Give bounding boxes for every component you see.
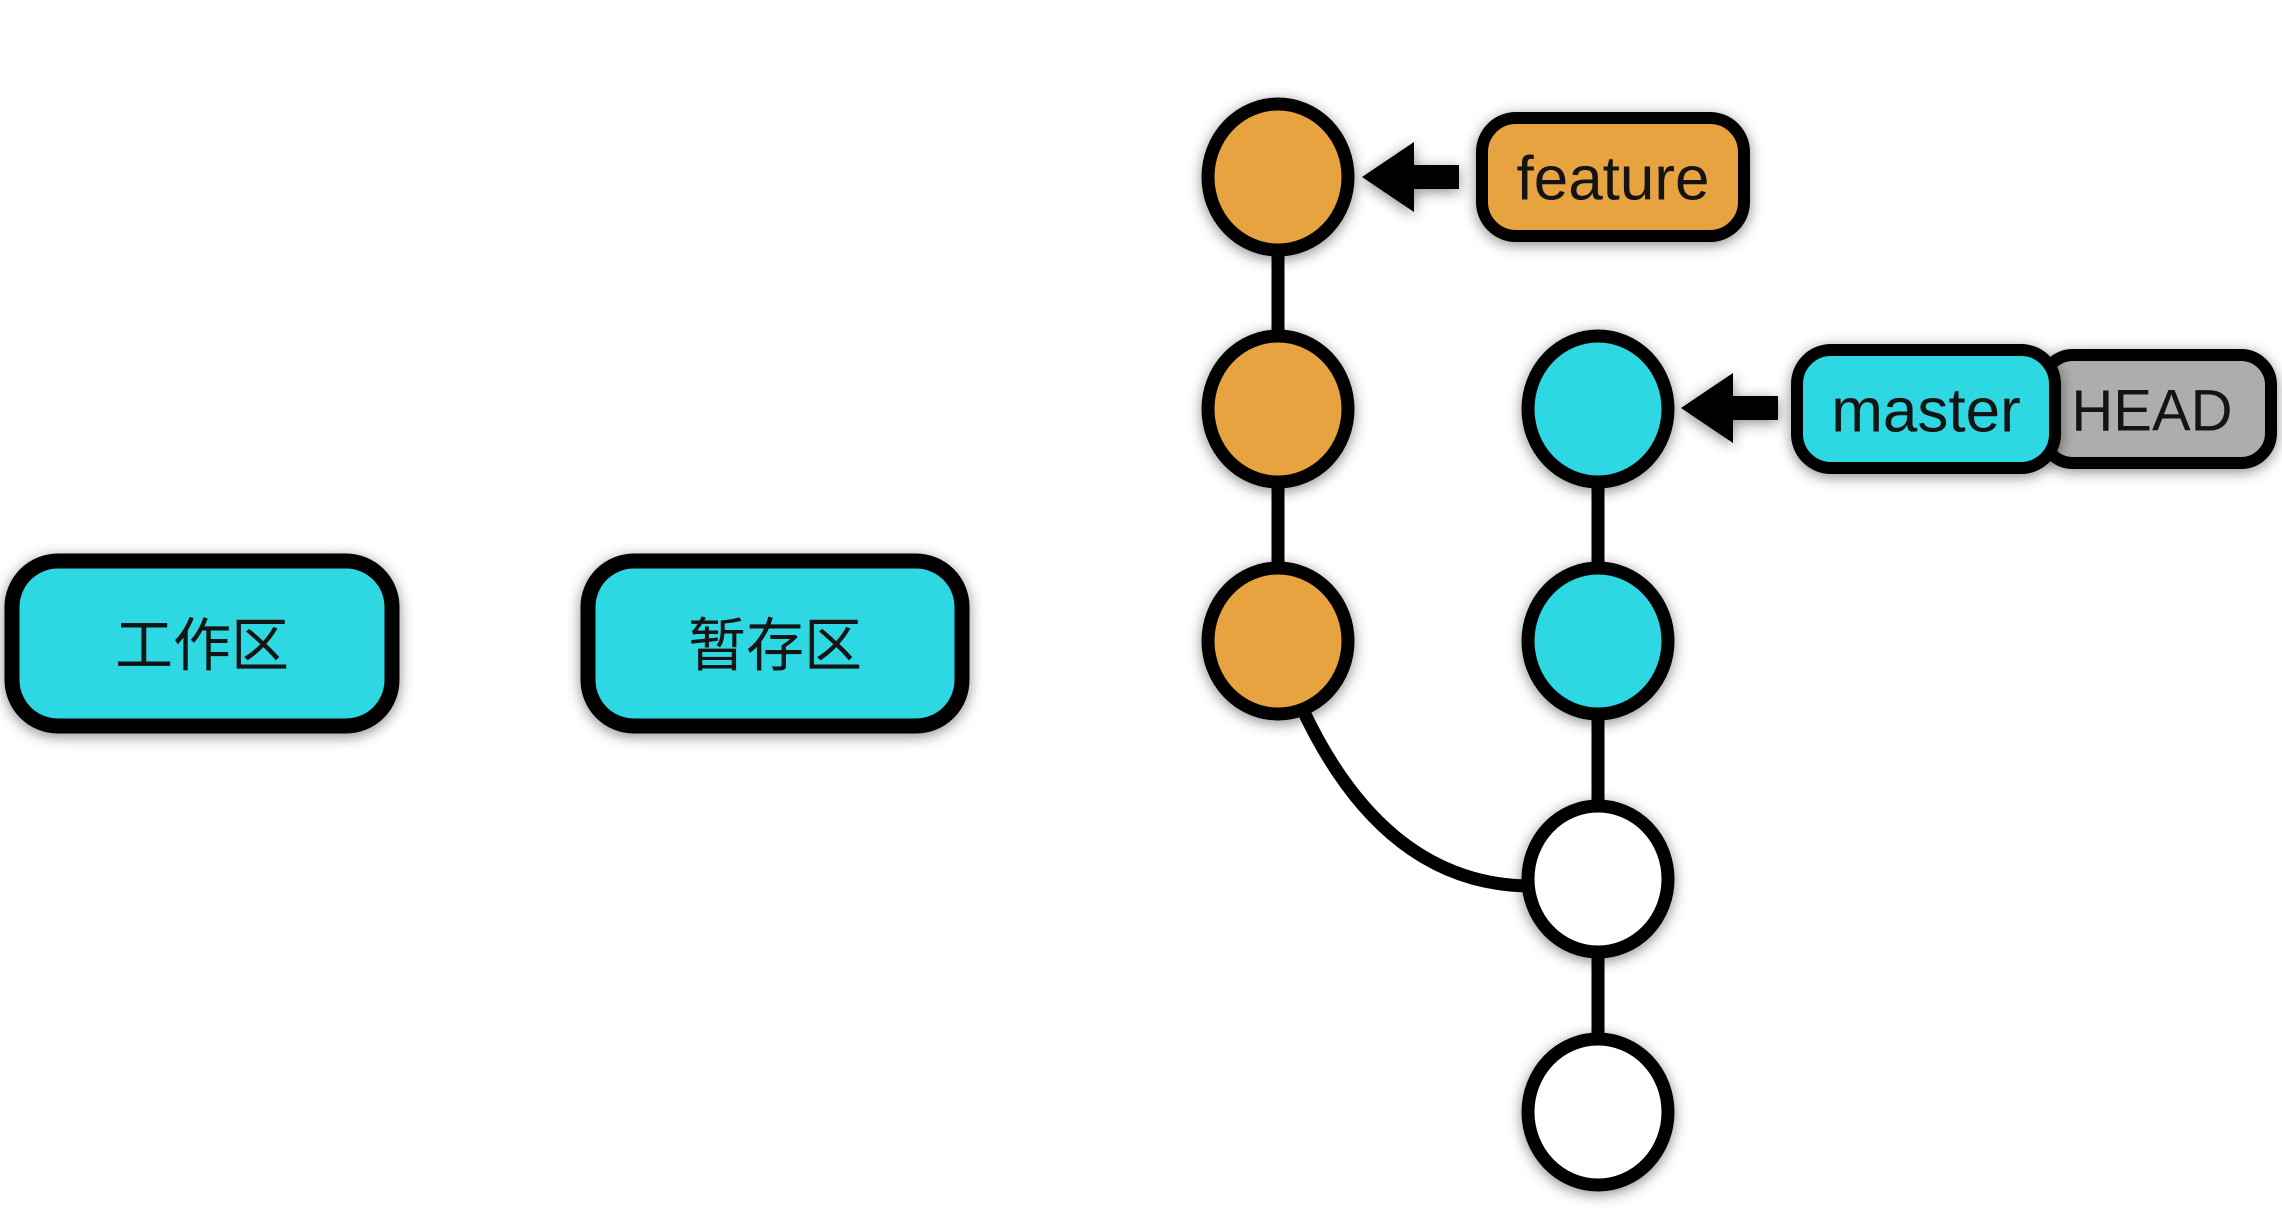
staging-area-label: 暂存区 [688, 614, 862, 679]
pointer-arrows [1362, 142, 1778, 443]
master-branch-box [1791, 344, 2061, 474]
commit-node-feature-2 [1201, 329, 1355, 489]
commit-node-shared-1 [1521, 799, 1675, 959]
feature-branch-box [1476, 112, 1750, 242]
feature-pointer-arrow-icon [1362, 142, 1459, 212]
commit-node-feature-3 [1201, 561, 1355, 721]
commit-node-master-2 [1521, 561, 1675, 721]
commit-nodes [1201, 97, 1675, 1192]
working-area-box [4, 553, 400, 734]
commit-node-master-tip [1521, 329, 1675, 489]
feature-branch-label: feature [1516, 145, 1709, 214]
commit-node-feature-tip [1201, 97, 1355, 257]
staging-area: 暂存区 [580, 553, 970, 734]
master-branch-tag: master [1791, 344, 2061, 474]
master-branch-label: master [1831, 377, 2020, 446]
branch-fork-curve [1296, 705, 1533, 893]
staging-area-box [580, 553, 970, 734]
working-area-label: 工作区 [115, 614, 289, 679]
commit-node-shared-2 [1521, 1032, 1675, 1192]
head-tag-label: HEAD [2071, 379, 2232, 444]
working-area: 工作区 [4, 553, 400, 734]
master-pointer-arrow-icon [1681, 373, 1778, 443]
feature-branch-tag: feature [1476, 112, 1750, 242]
head-tag: HEAD [2037, 349, 2277, 469]
